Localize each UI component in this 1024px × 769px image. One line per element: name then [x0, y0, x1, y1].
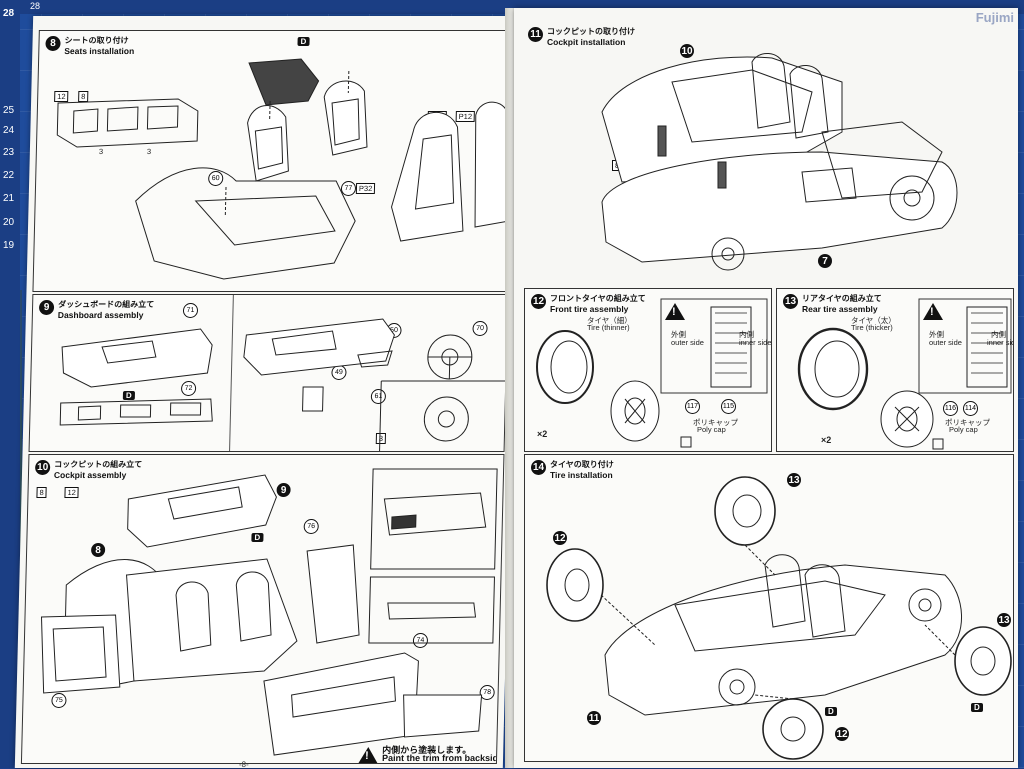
decal-badge: D	[825, 707, 837, 716]
outer-side-label-jp: 外側	[671, 330, 686, 339]
decal-badge: D	[971, 703, 983, 712]
tire-label-en: Tire (thinner)	[587, 323, 630, 332]
poly-cap-label-en: Poly cap	[697, 425, 726, 434]
ruler-mark: 25	[3, 105, 15, 116]
step-title-jp: リアタイヤの組み立て	[802, 294, 882, 303]
part-number: 11	[587, 711, 601, 725]
step-number: 14	[531, 460, 546, 475]
cockpit-installation-diagram	[601, 53, 958, 271]
part-number: 117	[685, 399, 700, 414]
ruler-mark: 21	[3, 193, 15, 204]
step-title-en: Tire installation	[550, 470, 613, 480]
tire-label-jp: タイヤ（細）	[587, 316, 632, 325]
outer-side-label-en: outer side	[929, 338, 962, 347]
poly-cap-label-jp: ポリキャップ	[945, 418, 990, 427]
step-number: 11	[528, 27, 543, 42]
part-number: 116	[943, 401, 958, 416]
ruler-mark: 22	[3, 170, 15, 181]
warning-icon	[923, 303, 943, 320]
warning-icon	[357, 747, 379, 764]
inner-side-label-en: inner side	[987, 338, 1013, 347]
rear-tire-diagram	[797, 298, 1012, 450]
dashboard-assembly-diagram	[59, 295, 506, 451]
ruler-mark: 24	[3, 125, 15, 136]
step-title-jp: コックピットの取り付け	[547, 27, 635, 36]
step-number: 12	[531, 294, 546, 309]
ruler-mark: 19	[3, 240, 15, 251]
warning-icon	[665, 303, 685, 320]
step-number: 13	[783, 294, 798, 309]
tire-label-jp: タイヤ（太）	[851, 316, 896, 325]
ruler-mark: 20	[3, 217, 15, 228]
step-title-en: Cockpit installation	[547, 37, 626, 47]
mat-ruler-left: 28 25 24 23 22 21 20 19	[0, 0, 20, 768]
part-number: 12	[835, 727, 849, 741]
inner-side-label-en: inner side	[739, 338, 772, 347]
front-tire-diagram	[536, 298, 768, 448]
outer-side-label-en: outer side	[671, 338, 704, 347]
tire-label-en: Tire (thicker)	[851, 323, 893, 332]
paint-note-en: Paint the trim from backside	[381, 753, 504, 763]
inner-side-label-jp: 内側	[739, 330, 754, 339]
part-number: 13	[997, 613, 1011, 627]
part-number: 13	[787, 473, 801, 487]
part-number: 114	[963, 401, 978, 416]
outer-side-label-jp: 外側	[929, 330, 944, 339]
quantity-label: ×2	[821, 435, 832, 445]
ruler-mark: 23	[3, 147, 15, 158]
ruler-mark: 28	[30, 1, 41, 11]
part-number: 10	[680, 44, 694, 58]
seats-installation-diagram	[56, 58, 511, 280]
inner-side-label-jp: 内側	[991, 330, 1006, 339]
ruler-mark: 28	[3, 8, 15, 19]
poly-cap-label-jp: ポリキャップ	[693, 418, 738, 427]
part-number: 115	[721, 399, 736, 414]
part-number: 7	[818, 254, 832, 268]
step-title-en: Front tire assembly	[550, 304, 629, 314]
part-number: 12	[553, 531, 567, 545]
tire-installation-diagram	[546, 476, 1012, 760]
quantity-label: ×2	[537, 429, 548, 439]
cockpit-assembly-diagram	[40, 468, 498, 756]
poly-cap-label-en: Poly cap	[949, 425, 978, 434]
step-title-jp: フロントタイヤの組み立て	[550, 294, 646, 303]
step-title-en: Rear tire assembly	[802, 304, 878, 314]
step-title-jp: タイヤの取り付け	[550, 460, 614, 469]
brand-logo: Fujimi	[975, 10, 1014, 25]
